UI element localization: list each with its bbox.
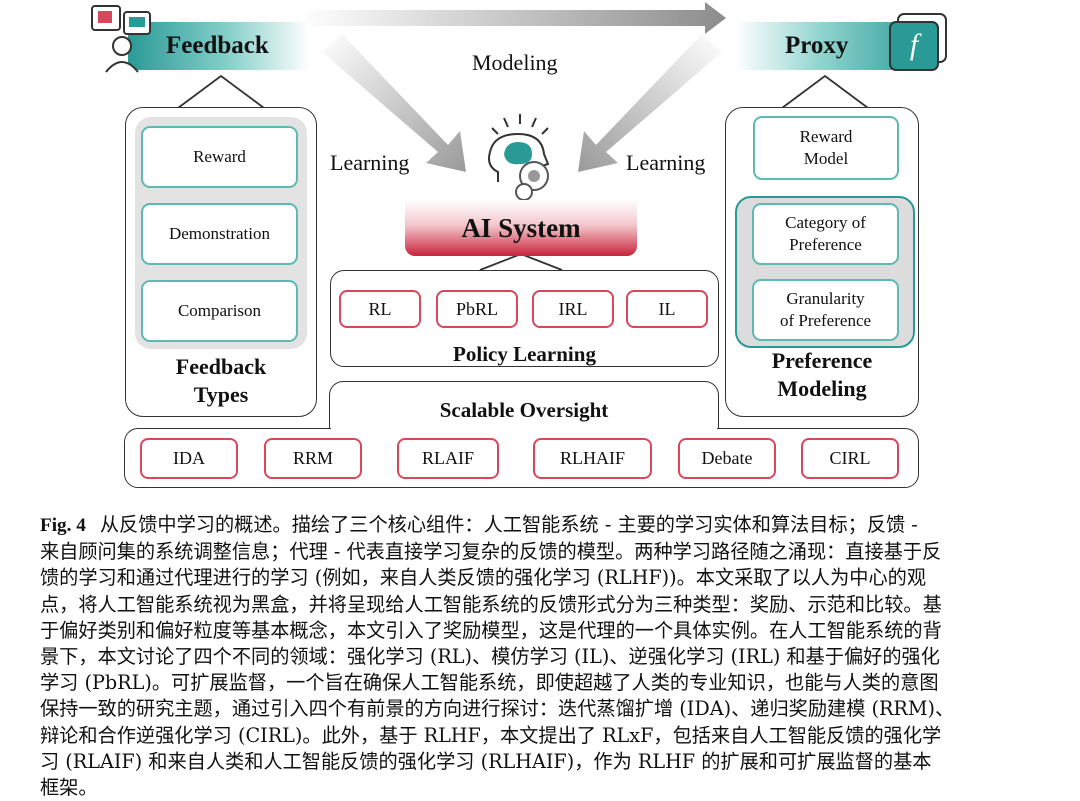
reward-model-line1: Reward — [799, 127, 853, 146]
scalable-oversight-panel — [124, 428, 919, 488]
oversight-cirl: CIRL — [801, 438, 899, 479]
caption-text: 从反馈中学习的概述。描绘了三个核心组件：人工智能系统 - 主要的学习实体和算法目… — [99, 513, 918, 536]
caption-line: 学习 (PbRL)。可扩展监督，一个旨在确保人工智能系统，即使超越了人类的专业知… — [40, 671, 939, 695]
granularity-line2: of Preference — [779, 311, 872, 330]
feedback-demonstration: Demonstration — [141, 203, 298, 265]
feedback-reward: Reward — [141, 126, 298, 188]
feedback-icon — [91, 5, 151, 73]
learning-arrow-right — [578, 34, 722, 172]
caption-line: 保持一致的研究主题，通过引入四个有前景的方向进行探讨：迭代蒸馏扩增 (IDA)、… — [40, 697, 955, 721]
caption-line: 来自顾问集的系统调整信息；代理 - 代表直接学习复杂的反馈的模型。两种学习路径随… — [40, 540, 942, 564]
oversight-rlaif: RLAIF — [397, 438, 499, 479]
modeling-label: Modeling — [472, 50, 558, 75]
policy-irl: IRL — [532, 290, 614, 328]
category-line1: Category of — [785, 213, 866, 232]
category-line2: Preference — [789, 235, 862, 254]
preference-modeling-title-line1: Preference — [771, 348, 873, 373]
caption-line: Fig. 4 从反馈中学习的概述。描绘了三个核心组件：人工智能系统 - 主要的学习… — [40, 512, 1040, 539]
ai-system-title: AI System — [461, 212, 581, 243]
category-of-preference: Category of Preference — [752, 203, 899, 265]
feedback-banner: Feedback — [128, 22, 310, 70]
feedback-comparison: Comparison — [141, 280, 298, 342]
scalable-oversight-title: Scalable Oversight — [439, 398, 609, 422]
granularity-line1: Granularity — [786, 289, 865, 308]
diagram-arrows — [177, 2, 869, 271]
figure-caption: Fig. 4 从反馈中学习的概述。描绘了三个核心组件：人工智能系统 - 主要的学习… — [40, 512, 1040, 801]
proxy-panel-pointer — [781, 74, 869, 109]
ai-system-box: AI System — [405, 200, 637, 256]
caption-line: 景下，本文讨论了四个不同的领域：强化学习 (RL)、模仿学习 (IL)、逆强化学… — [40, 645, 940, 669]
policy-rl: RL — [339, 290, 421, 328]
caption-label: Fig. 4 — [40, 515, 86, 536]
policy-il: IL — [626, 290, 708, 328]
oversight-debate: Debate — [678, 438, 776, 479]
preference-modeling-title: Preference Modeling — [725, 347, 919, 403]
caption-line: 习 (RLAIF) 和来自人类和人工智能反馈的强化学习 (RLHAIF)，作为 … — [40, 749, 932, 773]
proxy-function-icon: f — [889, 13, 947, 71]
oversight-rrm: RRM — [264, 438, 362, 479]
caption-line: 辩论和合作逆强化学习 (CIRL)。此外，基于 RLHF，本文提出了 RLxF，… — [40, 723, 942, 747]
caption-line: 点，将人工智能系统视为黑盒，并将呈现给人工智能系统的反馈形式分为三种类型：奖励、… — [40, 592, 942, 616]
preference-modeling-title-line2: Modeling — [777, 376, 867, 401]
feedback-types-title-line2: Types — [193, 382, 249, 407]
proxy-banner-label: Proxy — [785, 32, 849, 59]
feedback-banner-label: Feedback — [166, 32, 269, 59]
learning-label-right: Learning — [626, 150, 706, 175]
tab-joint — [331, 426, 717, 431]
policy-learning-title: Policy Learning — [453, 342, 596, 366]
reward-model-box: Reward Model — [753, 116, 899, 180]
policy-pbrl: PbRL — [436, 290, 518, 328]
granularity-of-preference: Granularity of Preference — [752, 279, 899, 341]
policy-panel-pointer — [479, 253, 563, 271]
reward-model-line2: Model — [803, 149, 849, 168]
oversight-rlhaif: RLHAIF — [533, 438, 652, 479]
feedback-types-title-line1: Feedback — [175, 354, 267, 379]
feedback-types-title: Feedback Types — [135, 353, 307, 409]
learning-label-left: Learning — [330, 150, 410, 175]
feedback-panel-pointer — [177, 74, 265, 109]
caption-line: 框架。 — [40, 776, 98, 800]
oversight-ida: IDA — [140, 438, 238, 479]
ai-brain-icon — [488, 114, 550, 201]
caption-line: 馈的学习和通过代理进行的学习 (例如，来自人类反馈的强化学习 (RLHF))。本… — [40, 566, 927, 590]
modeling-arrow — [300, 2, 726, 34]
caption-line: 于偏好类别和偏好粒度等基本概念，本文引入了奖励模型，这是代理的一个具体实例。在人… — [40, 618, 942, 642]
learning-arrow-left — [322, 34, 466, 172]
